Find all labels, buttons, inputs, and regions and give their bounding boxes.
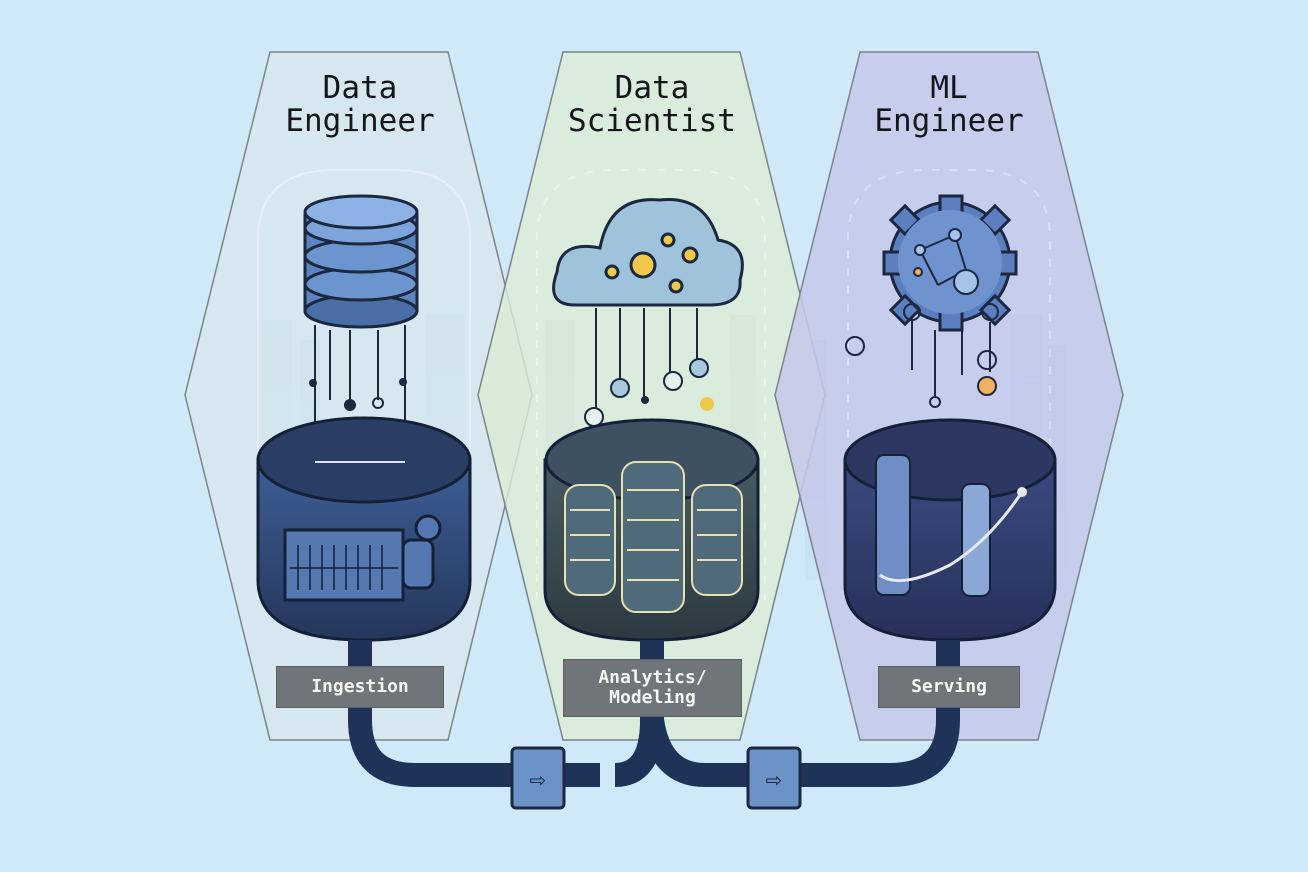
stage-label-serving: Serving <box>878 666 1020 708</box>
role-title-data-engineer: Data Engineer <box>285 70 435 139</box>
cloud-lines <box>584 308 714 427</box>
arrow-right-icon: ⇨ <box>530 768 547 792</box>
connector-box-1 <box>510 746 566 810</box>
connector-box-2 <box>746 746 802 810</box>
pipeline-connectors <box>348 640 960 787</box>
cloud-icon <box>552 198 744 307</box>
stage-label-ingestion: Ingestion <box>276 666 444 708</box>
role-title-data-scientist: Data Scientist <box>568 70 736 139</box>
serving-container <box>843 418 1057 642</box>
stage-label-analytics-modeling: Analytics/ Modeling <box>563 659 742 717</box>
gear-icon <box>882 194 1018 332</box>
arrow-right-icon: ⇨ <box>766 768 783 792</box>
database-icon <box>303 194 419 329</box>
ingestion-container <box>256 416 472 642</box>
role-title-ml-engineer: ML Engineer <box>874 70 1024 139</box>
gear-lines <box>845 320 997 408</box>
analytics-container <box>543 418 760 642</box>
